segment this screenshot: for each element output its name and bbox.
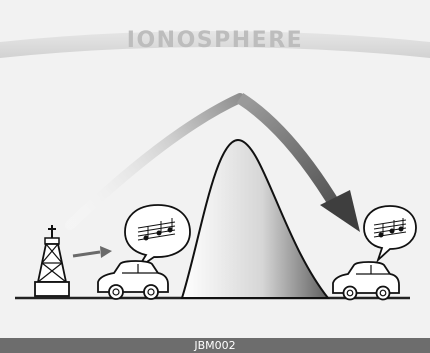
speech-bubble-icon	[125, 205, 190, 268]
figure-code: JBM002	[0, 338, 430, 353]
figure-code-bar: JBM002	[0, 338, 430, 353]
speech-bubble-icon	[364, 206, 416, 260]
car-icon	[333, 262, 399, 300]
ionosphere-label: IONOSPHERE	[0, 28, 430, 53]
tower-signal-arrow	[73, 252, 100, 256]
car-icon	[98, 261, 168, 299]
radio-tower-icon	[35, 225, 69, 296]
